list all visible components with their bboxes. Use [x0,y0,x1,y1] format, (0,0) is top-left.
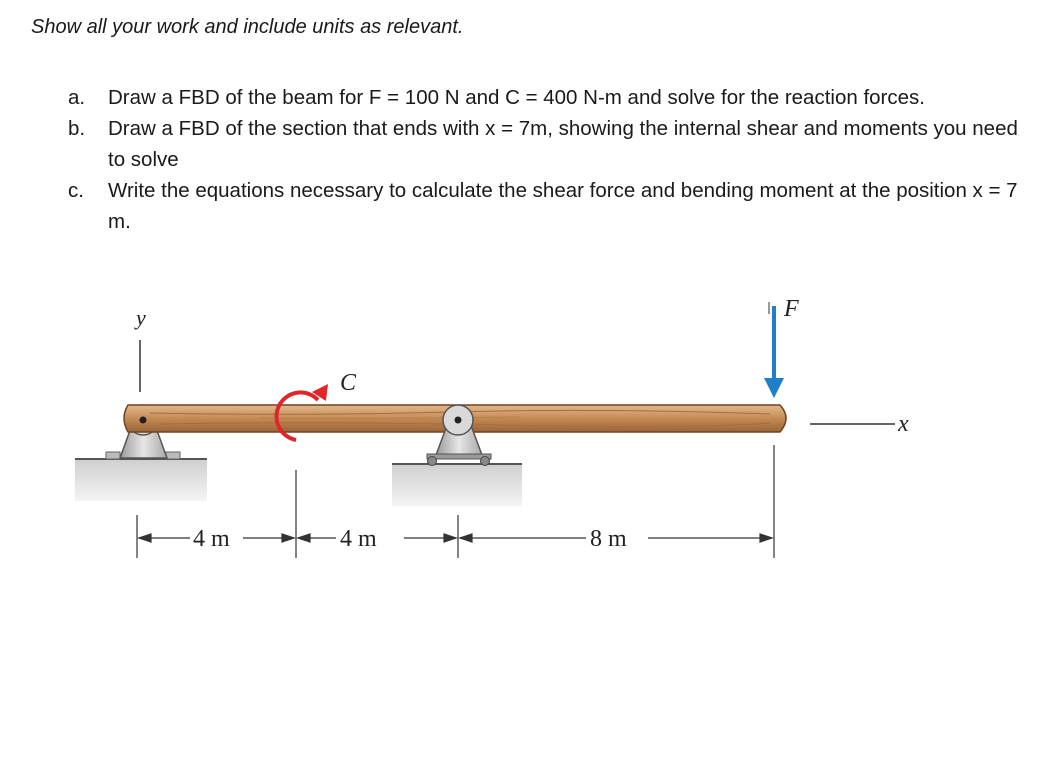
moment-label: C [340,370,357,396]
left-ground [75,459,207,501]
question-text: Write the equations necessary to calcula… [108,179,1018,233]
question-marker: b. [68,117,86,140]
dimension-label-1: 4 m [193,526,230,552]
question-marker: a. [68,86,86,109]
instructions-text: Show all your work and include units as … [31,16,464,38]
right-ground [392,464,522,506]
dimension-label-2: 4 m [340,526,377,552]
question-marker: c. [68,179,84,202]
question-list: a. Draw a FBD of the beam for F = 100 N … [62,82,1037,237]
right-roller-support [426,404,492,466]
y-axis-label: y [134,305,146,330]
question-c: c. Write the equations necessary to calc… [62,175,1037,237]
question-text: Draw a FBD of the beam for F = 100 N and… [108,86,925,109]
x-axis-label: x [897,411,909,437]
force-arrow [764,306,784,398]
dimension-lines [137,533,774,543]
question-text: Draw a FBD of the section that ends with… [108,117,1018,171]
question-a: a. Draw a FBD of the beam for F = 100 N … [62,82,1037,113]
question-b: b. Draw a FBD of the section that ends w… [62,113,1037,175]
left-pin-dot [139,416,147,424]
dimension-extension-lines [136,445,775,558]
couple-moment-arrow [274,384,328,442]
force-label: F [783,296,799,322]
dimension-label-3: 8 m [590,526,627,552]
